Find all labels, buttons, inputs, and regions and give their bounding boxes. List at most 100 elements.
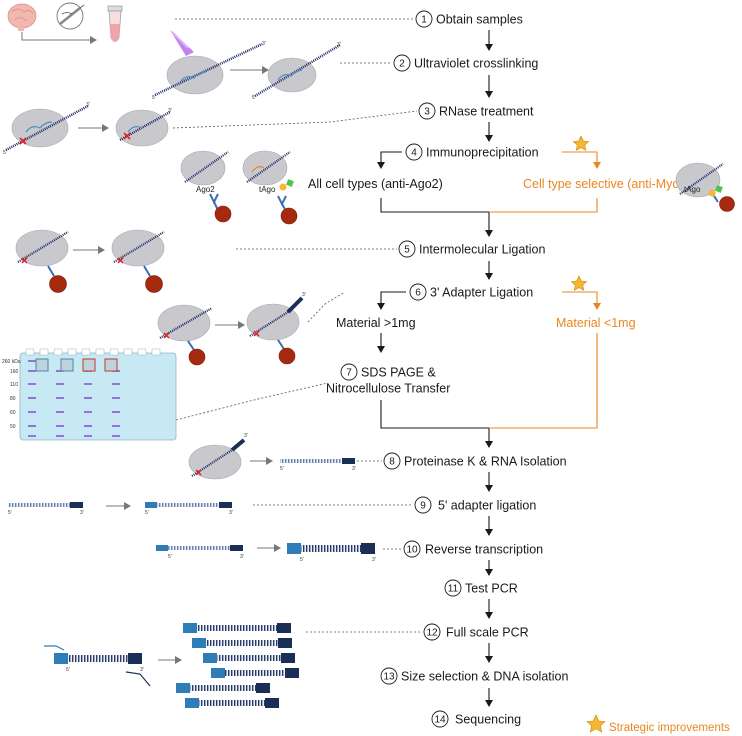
arrow-3ad-right <box>562 291 601 310</box>
step-5-number: 5 <box>404 245 410 256</box>
strand-end-label: 5' <box>280 466 284 472</box>
ligation-complex-1 <box>15 229 69 293</box>
step-12-number: 12 <box>426 628 438 639</box>
strand-end-label: 3' <box>302 292 306 298</box>
step-2-number: 2 <box>399 59 405 70</box>
step-4-label: Immunoprecipitation <box>426 146 539 160</box>
rnase-complex-1: 5' 3' <box>3 102 90 156</box>
ago2-label: Ago2 <box>196 185 215 194</box>
strand-end-label: 3' <box>229 510 233 516</box>
rnase-complex-2: 3' <box>115 108 172 147</box>
step-3-label: RNase treatment <box>439 105 534 119</box>
adapter-complex-1 <box>157 304 213 366</box>
strand-end-label: 5' <box>152 95 156 101</box>
star-icon <box>572 135 590 151</box>
step-7-label: SDS PAGE & <box>361 366 436 380</box>
ligation-complex-2 <box>111 229 165 293</box>
step-6: 6 3' Adapter Ligation <box>409 283 533 301</box>
step-6-number: 6 <box>415 288 421 299</box>
strand-end-label: 5' <box>300 557 304 563</box>
step-8-number: 8 <box>389 457 395 468</box>
sds-gel: 260 kDa 160 110 80 60 50 <box>2 348 177 441</box>
arrow-mat-right-merge <box>489 333 598 429</box>
strand-end-label: 3' <box>240 554 244 560</box>
step-8: 8 Proteinase K & RNA Isolation <box>383 452 567 470</box>
step-13-number: 13 <box>383 672 395 683</box>
step-11-label: Test PCR <box>465 582 518 596</box>
strand-end-label: 3' <box>168 108 172 114</box>
step-1: 1 Obtain samples <box>415 10 523 28</box>
ip-left-label: All cell types (anti-Ago2) <box>308 177 443 191</box>
ago-complex-2: 5' 3' <box>252 42 341 101</box>
gel-marker: 160 <box>10 369 19 375</box>
step-4-number: 4 <box>411 148 417 159</box>
step-12-label: Full scale PCR <box>446 626 529 640</box>
gel-marker: 110 <box>10 382 18 388</box>
strand-end-label: 3' <box>372 557 376 563</box>
syringe-icon <box>56 2 85 30</box>
step-13-label: Size selection & DNA isolation <box>401 670 568 684</box>
legend-label: Strategic improvements <box>609 722 730 734</box>
step-14: 14 Sequencing <box>431 710 521 728</box>
step-7: 7 SDS PAGE & Nitrocellulose Transfer <box>326 363 450 396</box>
strand-end-label: 5' <box>8 510 12 516</box>
gel-marker: 80 <box>10 396 16 402</box>
rt-fragment-a: 5' 3' <box>156 545 244 560</box>
step-1-number: 1 <box>421 15 427 26</box>
step-9-number: 9 <box>420 501 426 512</box>
strand-end-label: 3' <box>337 42 341 48</box>
strand-end-label: 5' <box>3 150 7 156</box>
step-9-label: 5' adapter ligation <box>438 499 536 513</box>
star-icon <box>586 714 606 733</box>
step-11-number: 11 <box>448 584 459 595</box>
step-6-label: 3' Adapter Ligation <box>430 286 533 300</box>
step-3: 3 RNase treatment <box>418 102 534 120</box>
brain-illustration <box>7 3 37 31</box>
step-2-label: Ultraviolet crosslinking <box>414 57 538 71</box>
step-5-label: Intermolecular Ligation <box>419 243 546 257</box>
arrow-ip-right <box>562 151 601 169</box>
strand-end-label: 3' <box>80 510 84 516</box>
gel-marker: 60 <box>10 410 16 416</box>
pcr-template: 5' 3' <box>44 645 151 687</box>
proteinase-complex: 3' <box>188 433 248 480</box>
step-14-number: 14 <box>434 715 446 726</box>
arrow-ip-left <box>377 151 402 169</box>
sample-arrow <box>21 32 97 44</box>
adapter-complex-2: 3' <box>246 292 306 365</box>
flow-arrows <box>377 30 493 707</box>
strand-end-label: 5' <box>145 510 149 516</box>
arrow-ip-merge <box>380 198 493 237</box>
tube-icon <box>107 5 123 42</box>
strand-end-label: 3' <box>86 102 90 108</box>
step-13: 13 Size selection & DNA isolation <box>380 667 568 685</box>
pcr-products <box>176 623 299 708</box>
ago2-complex: Ago2 <box>180 150 232 223</box>
arrow-sds-8 <box>380 400 493 448</box>
step-7-number: 7 <box>346 368 352 379</box>
step-5: 5 Intermolecular Ligation <box>398 240 546 258</box>
step-10-label: Reverse transcription <box>425 543 543 557</box>
rt-fragment-b: 5' 3' <box>287 543 376 563</box>
rna-fragment-9b: 5' 3' <box>145 502 233 516</box>
orange-branches <box>489 151 601 429</box>
step-2: 2 Ultraviolet crosslinking <box>393 54 538 72</box>
arrow-ip-right-merge <box>489 198 598 213</box>
strand-end-label: 5' <box>252 95 256 101</box>
tago-label-right: tAgo <box>684 185 701 194</box>
strand-end-label: 3' <box>244 433 248 439</box>
step-9: 9 5' adapter ligation <box>414 496 536 514</box>
tago-label: tAgo <box>259 185 276 194</box>
strand-end-label: 5' <box>168 554 172 560</box>
step-11: 11 Test PCR <box>444 579 518 597</box>
step-10: 10 Reverse transcription <box>403 540 543 558</box>
arrow-3ad-left <box>377 291 406 310</box>
step-14-label: Sequencing <box>455 713 521 727</box>
step-10-number: 10 <box>406 545 418 556</box>
gel-marker: 50 <box>10 424 16 430</box>
step-8-label: Proteinase K & RNA Isolation <box>404 455 567 469</box>
mat-right-label: Material <1mg <box>556 316 636 330</box>
mat-left-label: Material >1mg <box>336 316 416 330</box>
strand-end-label: 3' <box>262 41 266 47</box>
